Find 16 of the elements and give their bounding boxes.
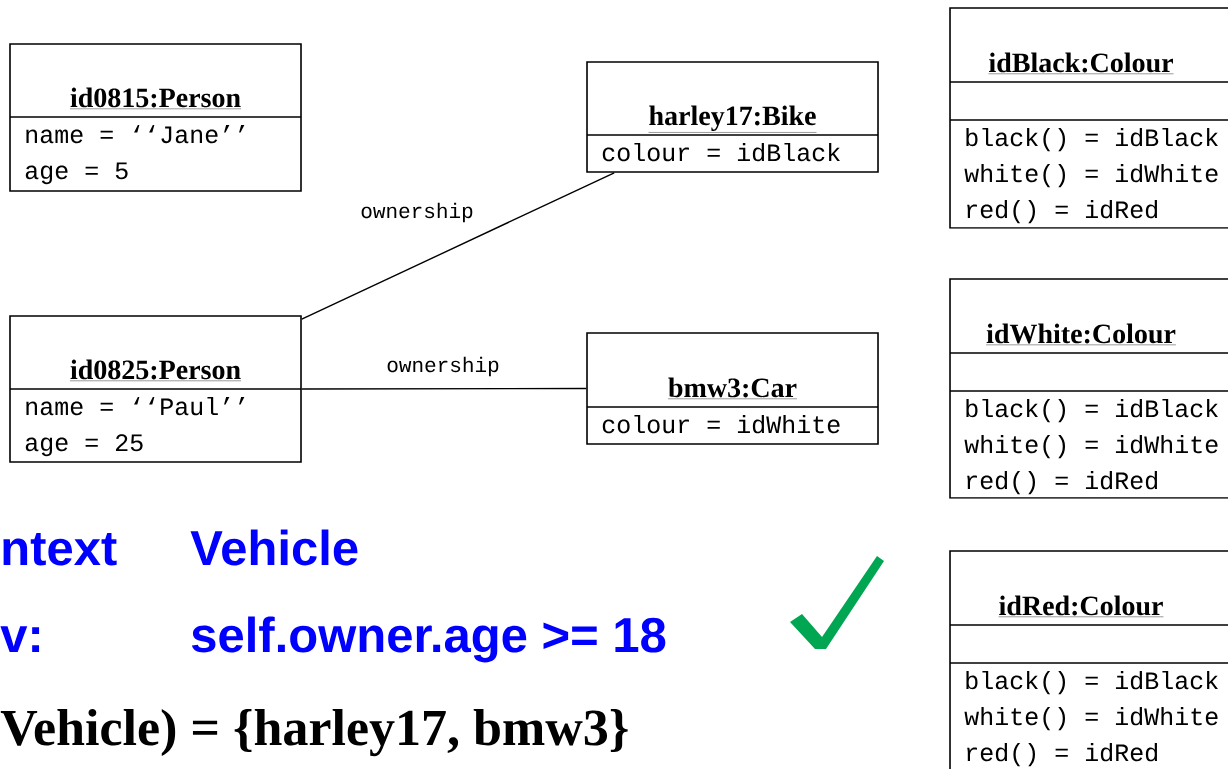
object-box: bmw3:Car colour = idWhite <box>586 332 879 445</box>
object-box: idWhite:Colour black() = idBlack white() = idWhite red() = idRed <box>949 278 1228 499</box>
constraint-text: self.owner.age >= 18 <box>191 616 666 663</box>
edge-label: ownership <box>385 355 501 378</box>
association-line <box>301 172 615 320</box>
constraint-text: Vehicle <box>190 529 358 566</box>
object-box: id0815:Person name = ‘‘Jane’’ age = 5 <box>9 43 302 192</box>
object-box: idRed:Colour black() = idBlack white() = idWhite red() = idRed <box>949 550 1228 769</box>
formula-text: Vehicle) = {harley17, bmw3} <box>0 708 628 757</box>
object-box: idBlack:Colour black() = idBlack white() = idWhite red() = idRed <box>949 7 1228 229</box>
object-box: id0825:Person name = ‘‘Paul’’ age = 25 <box>9 315 302 463</box>
edge-label: ownership <box>359 201 475 224</box>
constraint-text: v: <box>0 626 40 652</box>
constraint-text: ntext <box>3 533 117 566</box>
association-line <box>301 387 587 390</box>
object-box: harley17:Bike colour = idBlack <box>586 61 879 173</box>
